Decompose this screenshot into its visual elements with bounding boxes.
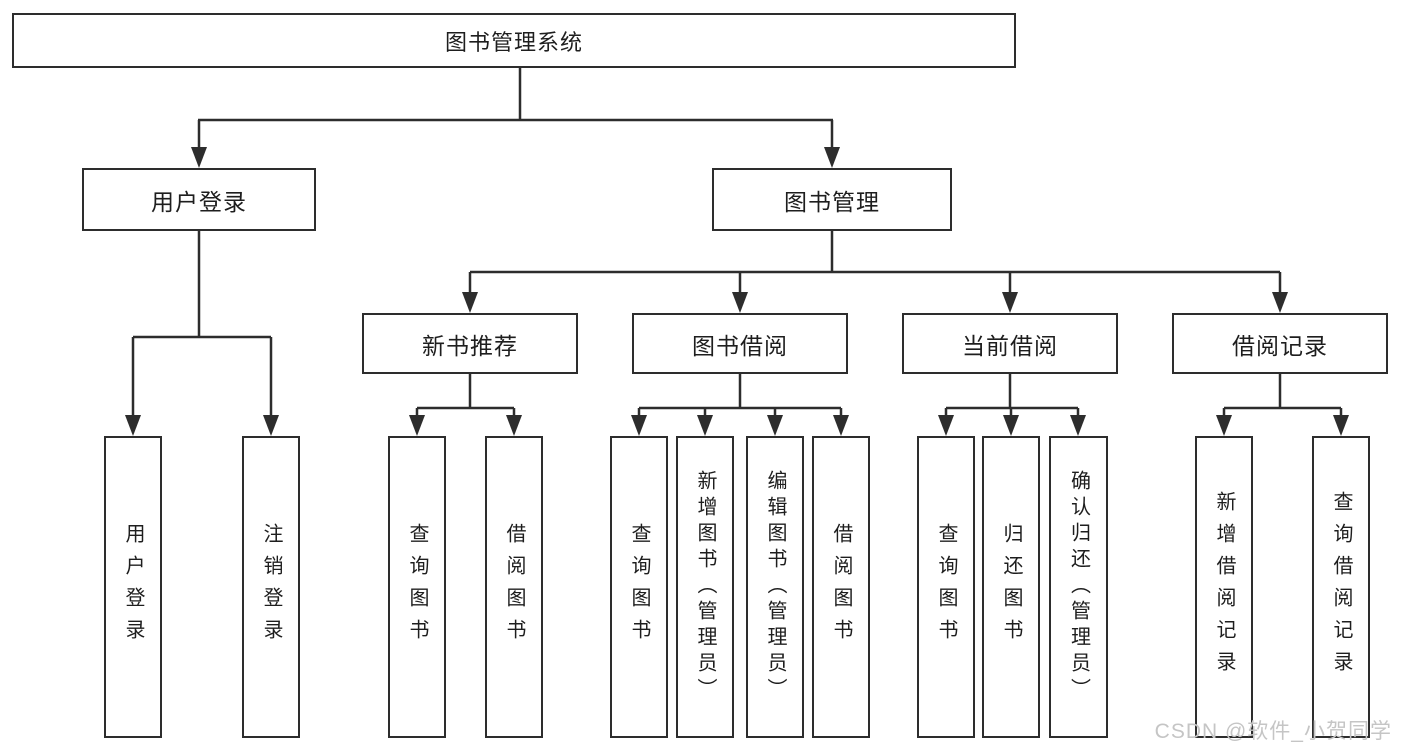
leaf-return-books: 归还图书 (982, 436, 1040, 738)
leaf-query-books-newbook: 查询图书 (388, 436, 446, 738)
leaf-borrow-books-borrowing: 借阅图书 (812, 436, 870, 738)
leaf-label: 归还图书 (1000, 523, 1022, 651)
csdn-watermark: CSDN @软件_小贺同学 (1154, 720, 1392, 743)
node-root-library-management-system: 图书管理系统 (12, 13, 1016, 68)
node-label: 用户登录 (151, 188, 247, 215)
node-label: 新书推荐 (422, 332, 518, 359)
leaf-label: 查询图书 (628, 523, 650, 651)
node-label: 图书管理系统 (444, 29, 583, 55)
leaf-edit-books-admin: 编辑图书（管理员） (746, 436, 804, 738)
node-book-borrowing: 图书借阅 (632, 313, 848, 374)
leaf-label: 注销登录 (260, 523, 282, 651)
leaf-label: 新增图书（管理员） (694, 470, 716, 704)
leaf-query-books-borrowing: 查询图书 (610, 436, 668, 738)
leaf-add-books-admin: 新增图书（管理员） (676, 436, 734, 738)
node-label: 图书管理 (784, 188, 880, 215)
node-label: 当前借阅 (962, 332, 1058, 359)
node-new-book-recommend: 新书推荐 (362, 313, 578, 374)
leaf-label: 编辑图书（管理员） (764, 470, 786, 704)
node-user-login: 用户登录 (82, 168, 316, 231)
node-book-management: 图书管理 (712, 168, 952, 231)
leaf-label: 借阅图书 (830, 523, 852, 651)
leaf-label: 用户登录 (122, 523, 144, 651)
leaf-query-borrow-record: 查询借阅记录 (1312, 436, 1370, 738)
leaf-label: 查询图书 (935, 523, 957, 651)
leaf-label: 新增借阅记录 (1213, 491, 1235, 683)
leaf-logout: 注销登录 (242, 436, 300, 738)
node-current-borrowing: 当前借阅 (902, 313, 1118, 374)
leaf-query-books-current: 查询图书 (917, 436, 975, 738)
leaf-borrow-books-newbook: 借阅图书 (485, 436, 543, 738)
leaf-add-borrow-record: 新增借阅记录 (1195, 436, 1253, 738)
leaf-label: 确认归还（管理员） (1067, 470, 1090, 704)
leaf-label: 借阅图书 (503, 523, 525, 651)
node-label: 图书借阅 (692, 332, 788, 359)
leaf-confirm-return-admin: 确认归还（管理员） (1049, 436, 1108, 738)
leaf-label: 查询图书 (406, 523, 428, 651)
leaf-user-login: 用户登录 (104, 436, 162, 738)
leaf-label: 查询借阅记录 (1330, 491, 1352, 683)
node-label: 借阅记录 (1232, 332, 1328, 359)
node-borrowing-records: 借阅记录 (1172, 313, 1388, 374)
